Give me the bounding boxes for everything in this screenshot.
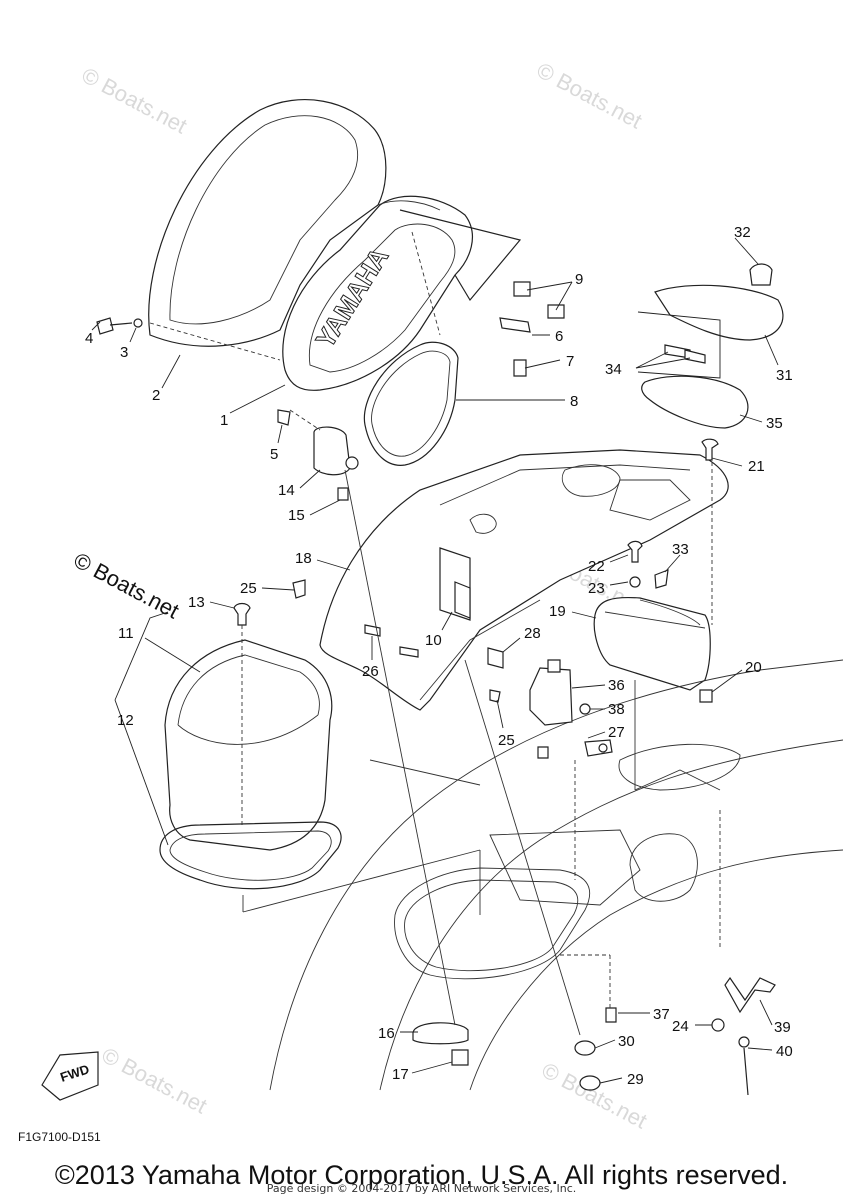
- fwd-arrow: FWD: [41, 1051, 99, 1101]
- callout-32: 32: [734, 224, 751, 241]
- callout-38: 38: [608, 701, 625, 718]
- watermark: © Boats.net: [78, 62, 192, 138]
- callout-35: 35: [766, 415, 783, 432]
- callout-4: 4: [85, 330, 93, 347]
- callout-15: 15: [288, 507, 305, 524]
- gasket-part-12: [159, 821, 342, 890]
- watermark: © Boats.net: [538, 1057, 652, 1133]
- callout-22: 22: [588, 558, 605, 575]
- callout-18: 18: [295, 550, 312, 567]
- copyright-notice: ©2013 Yamaha Motor Corporation, U.S.A. A…: [54, 1160, 789, 1190]
- callout-6: 6: [555, 328, 563, 345]
- box-part-19: [593, 596, 711, 691]
- callout-33: 33: [672, 541, 689, 558]
- callout-13: 13: [188, 594, 205, 611]
- callout-25b: 25: [498, 732, 515, 749]
- watermark: © Boats.net: [533, 57, 647, 133]
- callouts: 1 2 3 4 5 6 7 8 9 10 11 12 13 14 15 16: [85, 224, 793, 1088]
- callout-25: 25: [240, 580, 257, 597]
- callout-28: 28: [524, 625, 541, 642]
- callout-5: 5: [270, 446, 278, 463]
- callout-20: 20: [745, 659, 762, 676]
- callout-3: 3: [120, 344, 128, 361]
- callout-34: 34: [605, 361, 622, 378]
- callout-31: 31: [776, 367, 793, 384]
- callout-40: 40: [776, 1043, 793, 1060]
- callout-2: 2: [152, 387, 160, 404]
- callout-17: 17: [392, 1066, 409, 1083]
- watermark: © Boats.net: [98, 1042, 212, 1118]
- deck-part-18: [319, 449, 729, 711]
- callout-39: 39: [774, 1019, 791, 1036]
- callout-1: 1: [220, 412, 228, 429]
- watermark-dark: © Boats.net: [70, 547, 184, 623]
- pad-part-35: [641, 375, 749, 429]
- alignment-lines: [149, 231, 721, 1036]
- callout-16: 16: [378, 1025, 395, 1042]
- callout-36: 36: [608, 677, 625, 694]
- hull-outline: [269, 659, 843, 1091]
- callout-23: 23: [588, 580, 605, 597]
- callout-26: 26: [362, 663, 379, 680]
- callout-12: 12: [117, 712, 134, 729]
- callout-30: 30: [618, 1033, 635, 1050]
- hood-part-1: YAMAHA: [282, 195, 522, 391]
- callout-9: 9: [575, 271, 583, 288]
- lid-part-31: [654, 284, 784, 341]
- callout-27: 27: [608, 724, 625, 741]
- bucket-part-11: [164, 639, 333, 851]
- gasket-part-8: [363, 341, 459, 466]
- page-design-credit: Page design © 2004-2017 by ARI Network S…: [266, 1182, 577, 1195]
- callout-19: 19: [549, 603, 566, 620]
- callout-29: 29: [627, 1071, 644, 1088]
- callout-21: 21: [748, 458, 765, 475]
- cover-part-2: [148, 99, 387, 347]
- diagram-code: F1G7100-D151: [18, 1130, 101, 1144]
- callout-8: 8: [570, 393, 578, 410]
- callout-24: 24: [672, 1018, 689, 1035]
- callout-7: 7: [566, 353, 574, 370]
- callout-14: 14: [278, 482, 295, 499]
- callout-11: 11: [118, 625, 134, 642]
- callout-37: 37: [653, 1006, 670, 1023]
- callout-10: 10: [425, 632, 442, 649]
